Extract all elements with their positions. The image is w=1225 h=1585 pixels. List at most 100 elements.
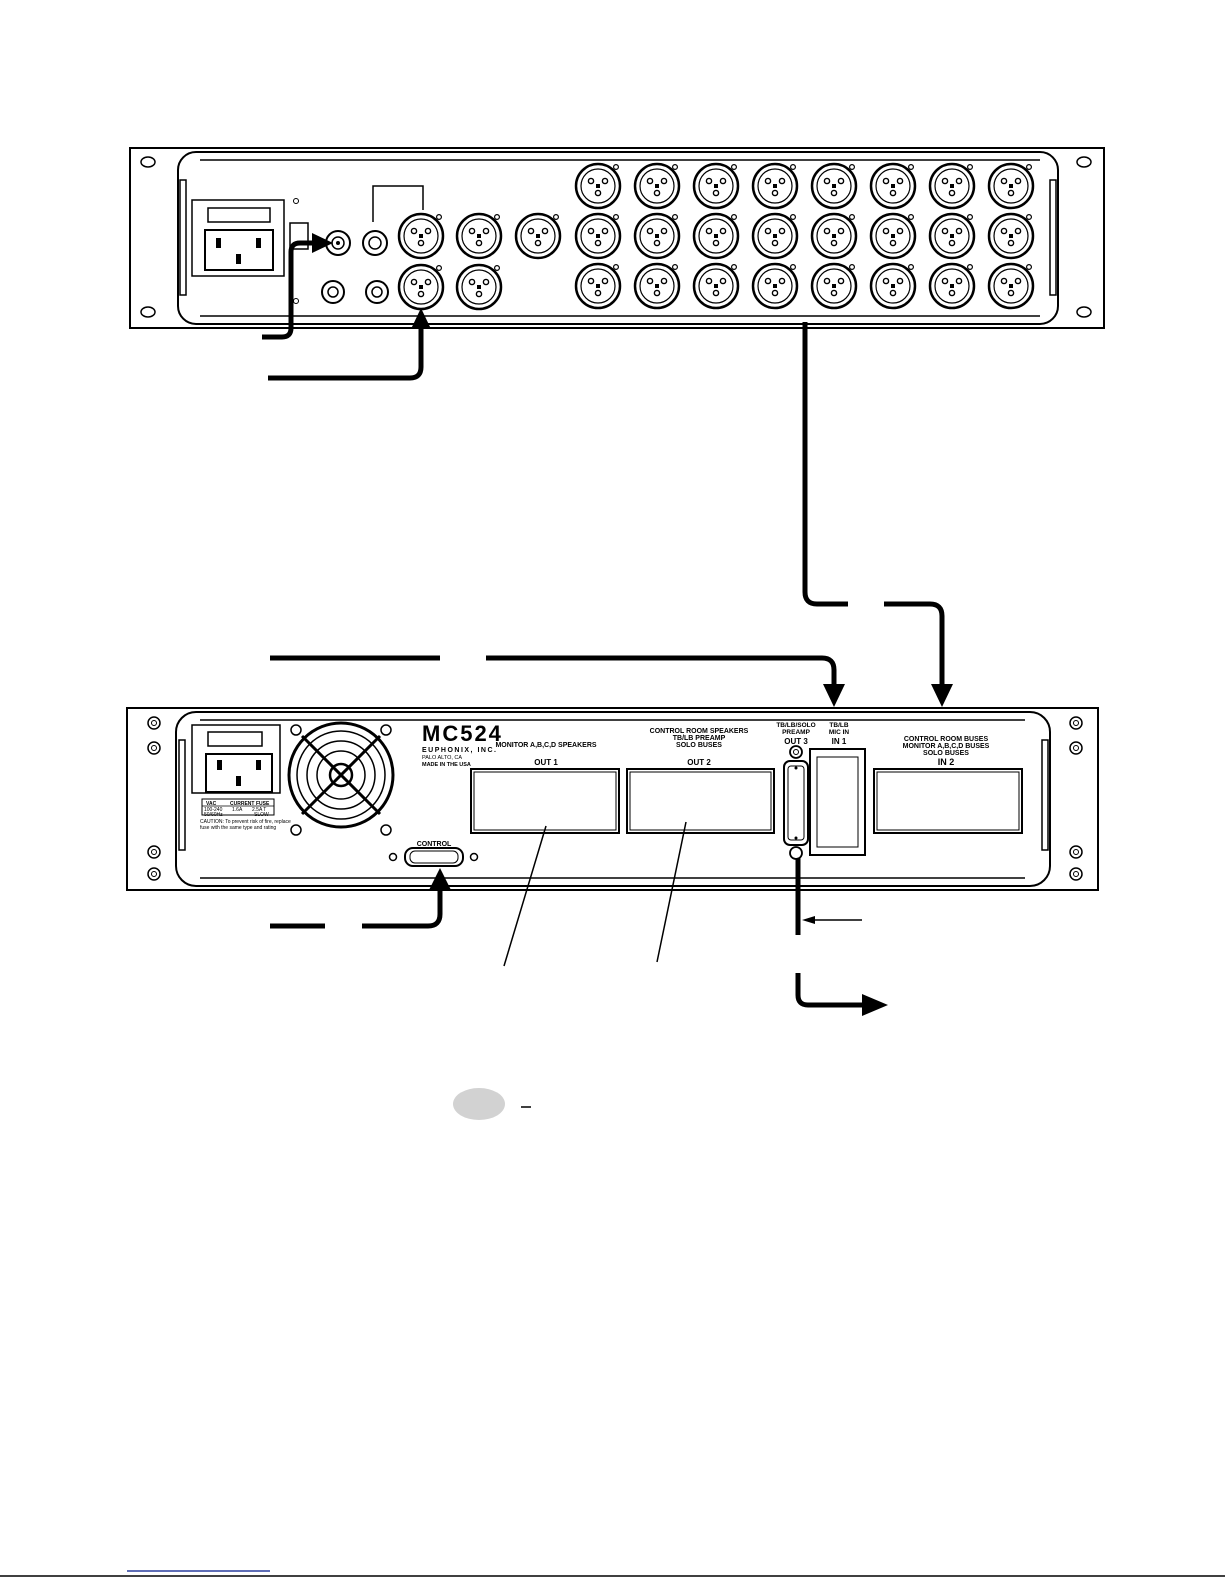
cable-multipin — [802, 322, 848, 607]
out3-connector — [783, 745, 809, 860]
cable-to-out3 — [486, 655, 837, 685]
rack-ear-hole — [1069, 845, 1083, 859]
leader-line-out1 — [503, 825, 547, 967]
rack-ear-hole — [147, 741, 161, 755]
in2-desc-line-1: CONTROL ROOM BUSES — [904, 736, 989, 743]
xlr-connector — [397, 212, 445, 260]
iec-socket — [204, 229, 274, 271]
rack-ear-hole — [1069, 867, 1083, 881]
xlr-connector — [514, 212, 562, 260]
xlr-connector — [633, 212, 681, 260]
xlr-connector — [574, 212, 622, 260]
xlr-connector — [869, 162, 917, 210]
lower-rack-faceplate — [126, 707, 1099, 891]
xlr-connector — [751, 262, 799, 310]
out3-desc-line-1: TB/LB/SOLO — [776, 722, 815, 729]
rack-ear-hole — [147, 845, 161, 859]
xlr-connector — [810, 212, 858, 260]
bnc-connector — [365, 280, 389, 304]
xlr-connector — [810, 262, 858, 310]
xlr-connector — [810, 162, 858, 210]
maker-line-1: EUPHONIX, INC. — [422, 747, 497, 754]
cooling-fan — [287, 721, 395, 836]
rack-ear-hole — [1069, 716, 1083, 730]
rating-header-fuse: FUSE — [256, 801, 270, 807]
rating-value-slow: SLOW — [254, 812, 269, 818]
rating-table: VAC CURRENT FUSE 100-240 1.6A 2.5A T 50/… — [200, 798, 291, 831]
xlr-connector — [751, 162, 799, 210]
out2-desc-line-2: TB/LB PREAMP — [673, 735, 726, 742]
in2-name: IN 2 — [938, 757, 955, 767]
rack-ear-hole — [147, 716, 161, 730]
cable-to-xlr — [268, 325, 424, 381]
fan-screw — [290, 724, 302, 736]
out2-name: OUT 2 — [687, 758, 711, 767]
phone-jack — [362, 230, 388, 256]
xlr-connector — [692, 162, 740, 210]
rating-header-current: CURRENT — [230, 801, 254, 807]
leader-arrow-head — [802, 916, 815, 924]
iec-socket — [205, 753, 273, 793]
rack-ear-hole — [140, 156, 156, 168]
arrow-head-down — [931, 684, 953, 707]
callout-badge — [453, 1088, 505, 1120]
arrow-head-up — [411, 308, 431, 329]
xlr-connector — [574, 162, 622, 210]
arrow-head-right — [312, 233, 333, 253]
in2-desc-line-2: MONITOR A,B,C,D BUSES — [903, 743, 990, 750]
xlr-connector — [692, 262, 740, 310]
model-name: MC524 — [422, 721, 503, 746]
lower-inner-panel — [175, 711, 1051, 887]
in1-connector — [809, 748, 866, 856]
out3-name: OUT 3 — [784, 737, 808, 746]
fan-screw — [380, 724, 392, 736]
rack-ear-hole — [140, 306, 156, 318]
in2-connector — [873, 768, 1023, 834]
xlr-connector — [928, 212, 976, 260]
fan-screw — [290, 824, 302, 836]
upper-xlr-connectors — [397, 162, 1035, 311]
xlr-connector — [869, 212, 917, 260]
rating-value-current: 1.6A — [232, 807, 243, 813]
rack-ear-hole — [147, 867, 161, 881]
lower-cables — [270, 821, 888, 1016]
xlr-connector — [987, 262, 1035, 310]
out2-desc-line-3: SOLO BUSES — [676, 742, 722, 749]
group-bracket — [372, 185, 424, 222]
xlr-connector — [987, 162, 1035, 210]
cable-out3-continue — [795, 973, 865, 1008]
in1-desc-line-2: MIC IN — [829, 729, 850, 736]
out1-desc-line-1: MONITOR A,B,C,D SPEAKERS — [495, 742, 596, 749]
maker-line-3: MADE IN THE USA — [422, 762, 471, 768]
xlr-connector — [869, 262, 917, 310]
upper-inner-panel — [177, 151, 1059, 325]
upper-power-inlet — [191, 199, 285, 277]
xlr-connector — [574, 262, 622, 310]
fuse-holder — [207, 207, 271, 223]
upper-cables — [262, 233, 953, 707]
upper-rack-unit — [129, 147, 1105, 329]
rating-value-hz: 50/60Hz — [204, 812, 223, 818]
cable-multipin-continue — [884, 601, 945, 685]
out2-connector — [626, 768, 775, 834]
xlr-connector — [455, 263, 503, 311]
in2-desc-line-3: SOLO BUSES — [923, 750, 969, 757]
rack-ear-hole — [1076, 306, 1092, 318]
arrow-head-down — [823, 684, 845, 707]
lower-power-inlet — [191, 724, 281, 794]
caution-line-1: CAUTION: To prevent risk of fire, replac… — [200, 819, 291, 825]
arrow-head-up — [429, 868, 451, 890]
out2-desc-line-1: CONTROL ROOM SPEAKERS — [650, 728, 749, 735]
rating-value-vac: 100-240 — [204, 807, 223, 813]
maker-line-2: PALO ALTO, CA — [422, 755, 462, 761]
arrow-head-right — [862, 994, 888, 1016]
fan-screw — [380, 824, 392, 836]
xlr-connector — [455, 212, 503, 260]
upper-switch — [289, 222, 309, 250]
bnc-connector — [321, 280, 345, 304]
rating-value-fuse: 2.5A T — [252, 807, 266, 813]
rating-header-vac: VAC — [206, 801, 217, 807]
in1-name: IN 1 — [832, 737, 847, 746]
control-connector — [388, 847, 479, 867]
